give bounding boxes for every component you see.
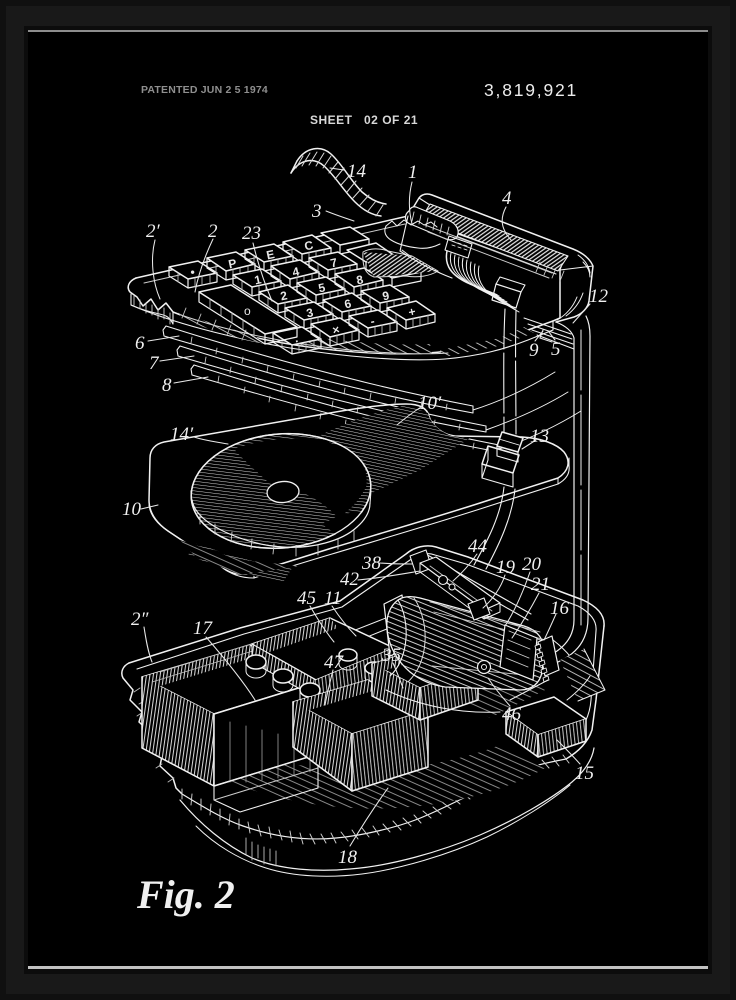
svg-text:E: E [265,247,276,262]
svg-text:+: + [407,304,417,319]
svg-text:13: 13 [530,426,549,447]
svg-text:8: 8 [355,272,365,287]
svg-text:C: C [303,238,315,254]
svg-text:44: 44 [468,536,488,557]
svg-text:19: 19 [496,557,516,578]
svg-text:14′: 14′ [170,424,194,445]
svg-text:Fig. 2: Fig. 2 [136,872,235,917]
svg-text:10′: 10′ [418,393,442,414]
svg-text:5: 5 [317,280,327,295]
svg-text:6: 6 [343,296,353,311]
svg-text:17: 17 [193,618,214,639]
svg-text:9: 9 [529,340,539,361]
svg-text:2: 2 [279,288,289,303]
svg-text:38: 38 [361,553,382,574]
svg-text:PATENTED JUN 2 5 1974: PATENTED JUN 2 5 1974 [141,84,268,96]
svg-text:4: 4 [502,188,512,209]
svg-text:1: 1 [408,162,418,183]
svg-text:•: • [189,265,196,280]
svg-text:2: 2 [208,221,218,242]
svg-text:1: 1 [253,272,263,287]
svg-text:3: 3 [311,201,322,222]
svg-text:42: 42 [340,569,360,590]
svg-text:12: 12 [589,286,609,307]
svg-text:5: 5 [551,339,561,360]
svg-text:14: 14 [347,161,367,182]
svg-text:16: 16 [550,598,570,619]
svg-text:7: 7 [149,353,160,374]
svg-text:15: 15 [575,763,594,784]
svg-text:47: 47 [324,652,345,673]
svg-text:o: o [244,304,251,318]
svg-text:P: P [227,256,238,271]
svg-text:23: 23 [242,223,261,244]
svg-text:7: 7 [329,255,339,270]
svg-text:-: - [369,314,376,329]
svg-text:11: 11 [324,588,342,609]
svg-text:2″: 2″ [131,609,150,630]
svg-text:21: 21 [531,574,550,595]
svg-text:SHEET 02 OF 21: SHEET 02 OF 21 [310,113,418,127]
svg-text:3: 3 [305,305,315,320]
svg-text:18: 18 [338,847,358,868]
svg-text:3,819,921: 3,819,921 [484,80,578,100]
svg-text:35: 35 [381,645,401,666]
svg-text:4: 4 [291,264,301,279]
svg-text:45: 45 [297,588,316,609]
svg-text:9: 9 [381,288,391,303]
svg-text:×: × [331,322,341,337]
svg-text:46: 46 [502,704,522,725]
svg-text:.: . [293,331,299,345]
svg-text:2′: 2′ [146,221,161,242]
svg-text:8: 8 [162,375,172,396]
svg-text:6: 6 [135,333,145,354]
svg-text:20: 20 [522,554,542,575]
svg-text:10: 10 [122,499,142,520]
